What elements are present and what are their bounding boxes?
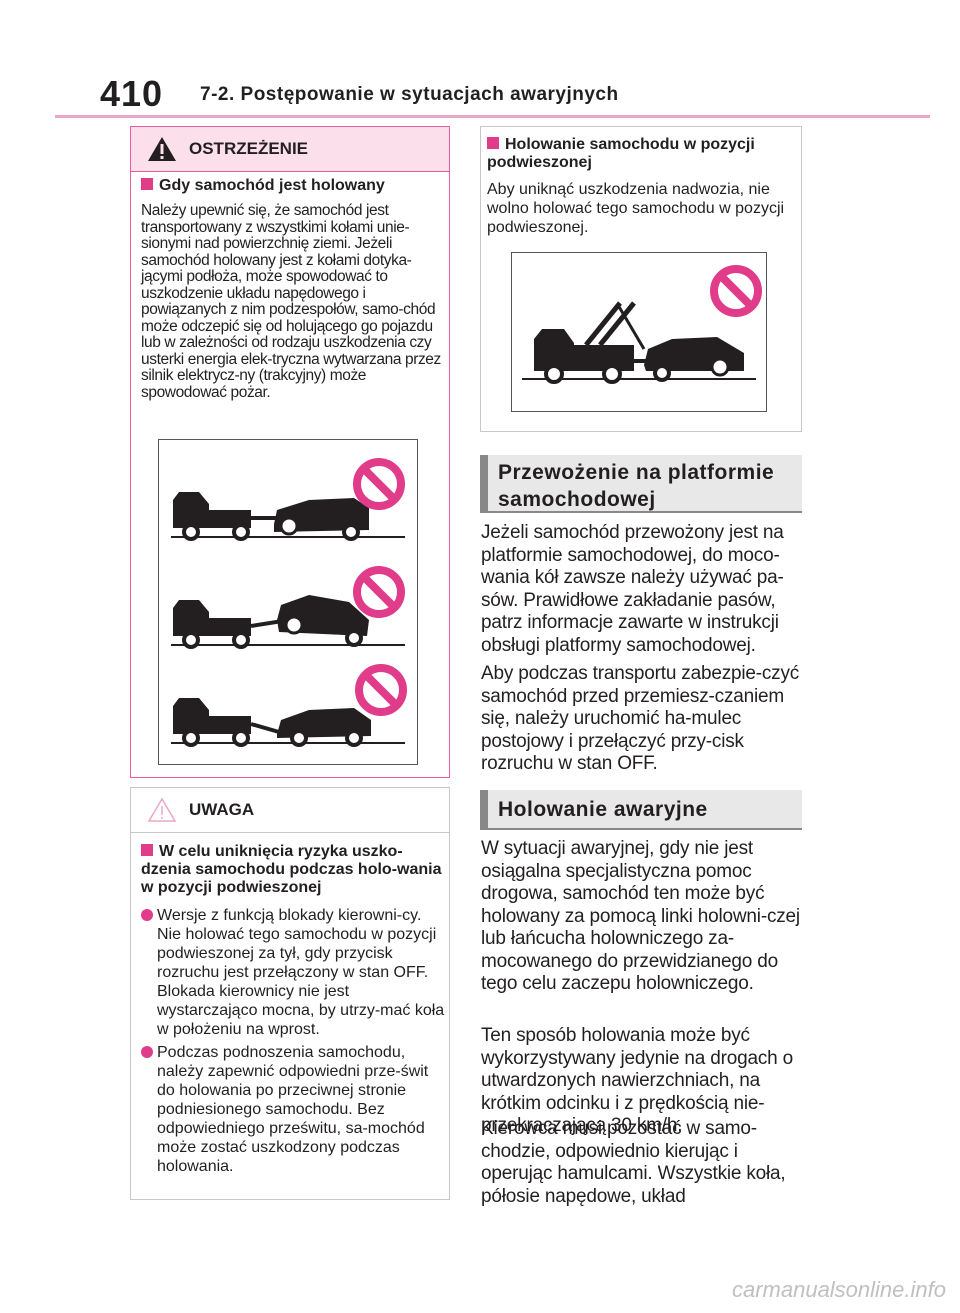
towing-prohibited-illustration <box>158 439 418 765</box>
round-bullet-icon <box>141 909 153 921</box>
suspended-towing-text: Aby uniknąć uszkodzenia nadwozia, nie wo… <box>487 181 785 236</box>
square-bullet-icon <box>141 844 153 856</box>
note-bullet: Podczas podnoszenia samochodu, należy za… <box>141 1043 446 1176</box>
square-bullet-icon <box>141 178 153 190</box>
emergency-paragraph-1: W sytuacji awaryjnej, gdy nie jest osiąg… <box>481 838 800 994</box>
warning-triangle-icon <box>148 137 176 161</box>
note-subheading: W celu uniknięcia ryzyka uszko-dzenia sa… <box>141 843 442 896</box>
suspended-towing-illustration <box>511 252 767 412</box>
note-box: UWAGA W celu uniknięcia ryzyka uszko-dze… <box>130 787 450 1200</box>
caution-triangle-icon <box>147 797 177 822</box>
warning-header: OSTRZEŻENIE <box>131 127 449 172</box>
tow-truck-rear-lift-icon <box>171 566 405 649</box>
section-title: 7-2. Postępowanie w sytuacjach awaryjnyc… <box>200 84 619 105</box>
emergency-paragraph-2: Ten sposób holowania może być wykorzysty… <box>481 1025 793 1136</box>
warning-text: Należy upewnić się, że samochód jest tra… <box>141 202 441 401</box>
warning-box: OSTRZEŻENIE Gdy samochód jest holowany N… <box>130 126 450 778</box>
note-header: UWAGA <box>131 788 449 833</box>
page-number: 410 <box>100 73 164 114</box>
round-bullet-icon <box>141 1046 153 1058</box>
tow-truck-wheel-lift-icon <box>171 458 405 541</box>
section-heading-platform: Przewożenie na platformie samochodowej <box>480 455 802 513</box>
suspended-towing-box: Holowanie samochodu w pozycji podwieszon… <box>480 126 802 432</box>
platform-paragraph-2: Aby podczas transportu zabezpie-czyć sam… <box>481 663 800 774</box>
note-bullet: Wersje z funkcją blokady kierowni-cy. Ni… <box>141 906 446 1039</box>
warning-label: OSTRZEŻENIE <box>189 139 309 158</box>
header-divider <box>55 115 930 118</box>
suspended-towing-subheading: Holowanie samochodu w pozycji podwieszon… <box>487 136 755 171</box>
warning-subheading: Gdy samochód jest holowany <box>141 177 441 195</box>
page-header: 410 7-2. Postępowanie w sytuacjach awary… <box>0 0 960 120</box>
watermark: carmanualsonline.info <box>731 1277 946 1302</box>
section-heading-emergency-towing: Holowanie awaryjne <box>480 790 802 830</box>
emergency-paragraph-3: Kierowca musi pozostać w samo-chodzie, o… <box>481 1118 786 1207</box>
tow-truck-flat-tow-icon <box>171 664 407 747</box>
note-label: UWAGA <box>189 800 255 819</box>
platform-paragraph-1: Jeżeli samochód przewożony jest na platf… <box>481 522 784 656</box>
square-bullet-icon <box>487 137 499 149</box>
